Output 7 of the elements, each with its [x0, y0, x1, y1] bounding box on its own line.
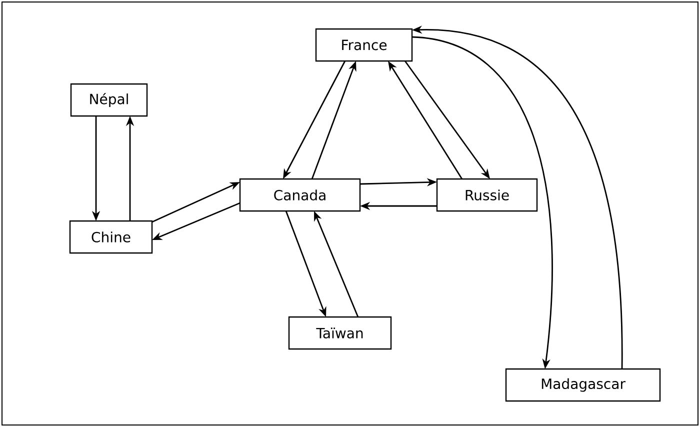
- country-box: France: [315, 28, 413, 62]
- country-box: Russie: [436, 178, 538, 212]
- country-box: Taïwan: [288, 316, 392, 350]
- country-box: Canada: [239, 178, 361, 212]
- country-box: Madagascar: [505, 368, 661, 402]
- country-box: Népal: [70, 83, 148, 117]
- country-box: Chine: [69, 220, 153, 254]
